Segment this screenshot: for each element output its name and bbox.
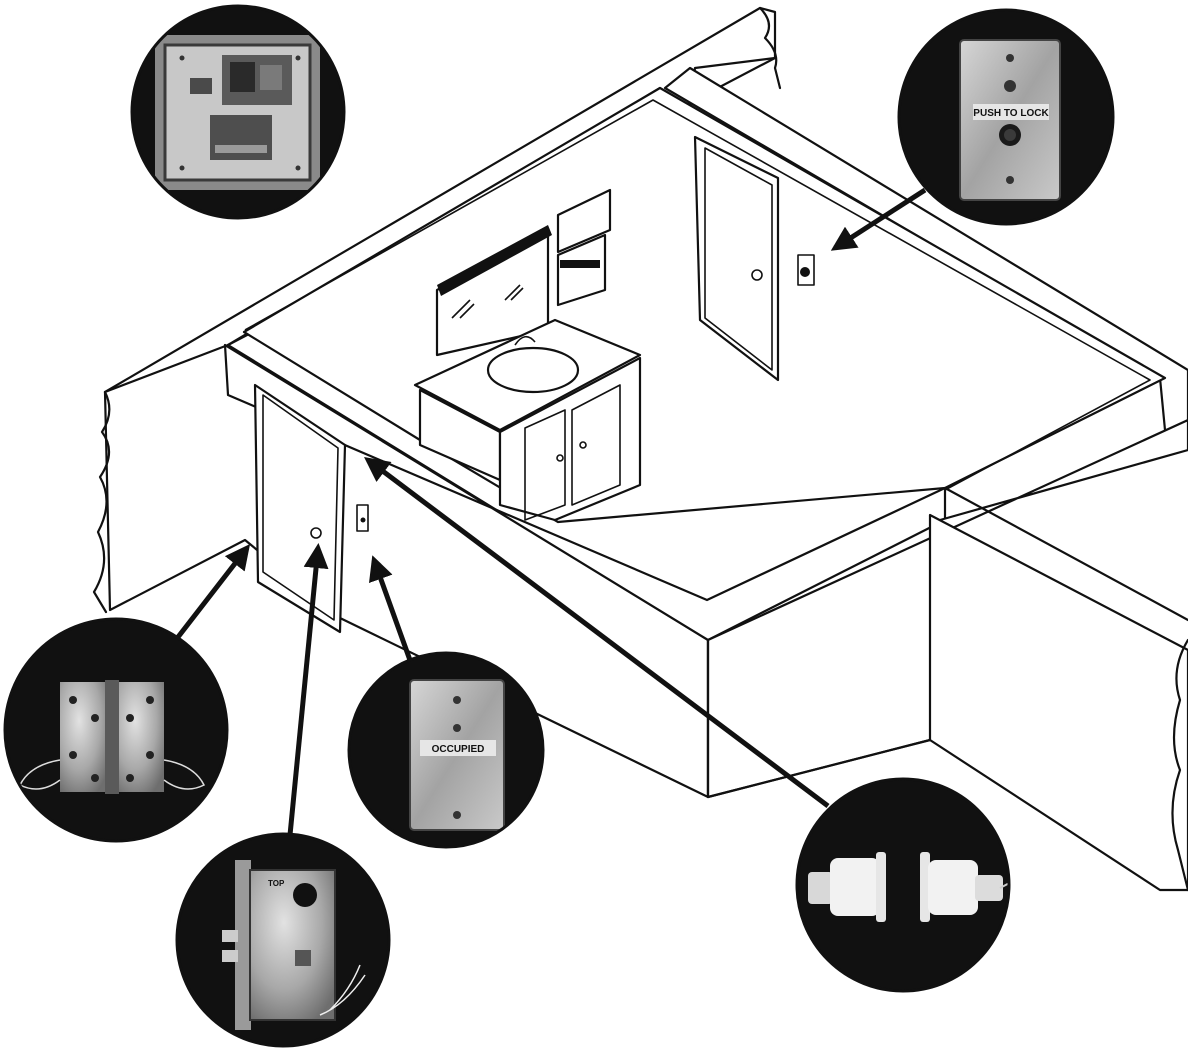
power-supply-callout xyxy=(130,4,346,220)
push-to-lock-label: PUSH TO LOCK xyxy=(973,108,1049,119)
arrow-door-position-switch xyxy=(364,456,830,808)
arrow-occupied-indicator xyxy=(368,555,414,664)
occupied-indicator-callout: OCCUPIED xyxy=(347,651,545,849)
push-to-lock-plate xyxy=(797,254,815,286)
arrow-push-to-lock xyxy=(830,187,927,251)
hinge-callout xyxy=(3,617,229,843)
mortise-top-stamp: TOP xyxy=(268,879,285,888)
pointer-arrows xyxy=(166,187,927,836)
push-to-lock-callout: PUSH TO LOCK xyxy=(897,8,1115,226)
mortise-lock-callout: TOP xyxy=(175,832,391,1048)
arrow-mortise-lock xyxy=(287,543,329,836)
door-position-switch-callout xyxy=(795,777,1011,993)
occupied-label: OCCUPIED xyxy=(432,744,485,755)
building-drawing xyxy=(92,6,1188,892)
door-knob xyxy=(310,527,322,539)
arrow-hinge xyxy=(166,544,251,652)
occupied-indicator-plate xyxy=(356,504,369,532)
